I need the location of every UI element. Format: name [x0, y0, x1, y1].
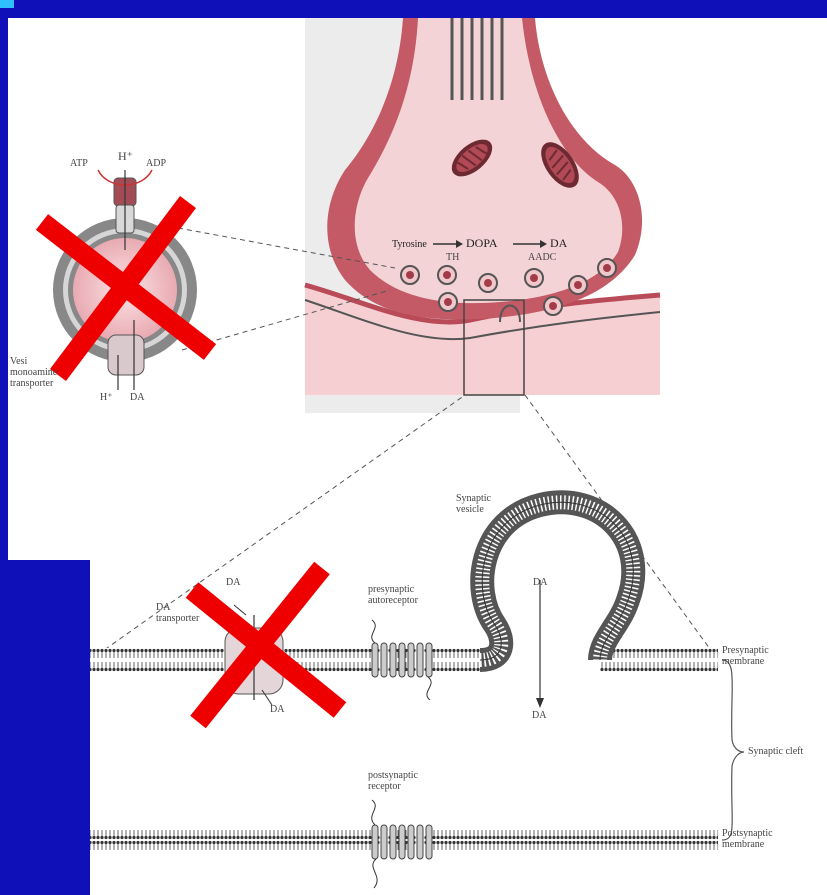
presynaptic-membrane-label: Presynaptic membrane [722, 645, 769, 667]
postsynaptic-membrane-label: Postsynaptic membrane [722, 828, 773, 850]
transporter-da-bottom-label: DA [270, 704, 284, 715]
da-transporter-label: DA transporter [156, 602, 199, 624]
transporter-da-top-label: DA [226, 577, 240, 588]
dopa-label: DOPA [466, 237, 498, 250]
presynaptic-autoreceptor-label: presynaptic autoreceptor [368, 584, 418, 606]
tyrosine-label: Tyrosine [392, 239, 427, 250]
atp-label: ATP [70, 158, 88, 169]
postsynaptic-receptor-label: postsynaptic receptor [368, 770, 418, 792]
da-out-label: DA [130, 392, 144, 403]
synaptic-cleft-label: Synaptic cleft [748, 746, 803, 757]
h-plus-label: H⁺ [118, 150, 133, 163]
vmat-label: Vesi monoamine transporter [10, 356, 57, 389]
aadc-label: AADC [528, 252, 556, 263]
vesicle-da-label: DA [533, 577, 547, 588]
released-da-label: DA [532, 710, 546, 721]
synaptic-vesicle-label: Synaptic vesicle [456, 493, 491, 515]
da-label: DA [550, 237, 567, 250]
th-label: TH [446, 252, 459, 263]
h-plus-out-label: H⁺ [100, 392, 113, 403]
adp-label: ADP [146, 158, 166, 169]
